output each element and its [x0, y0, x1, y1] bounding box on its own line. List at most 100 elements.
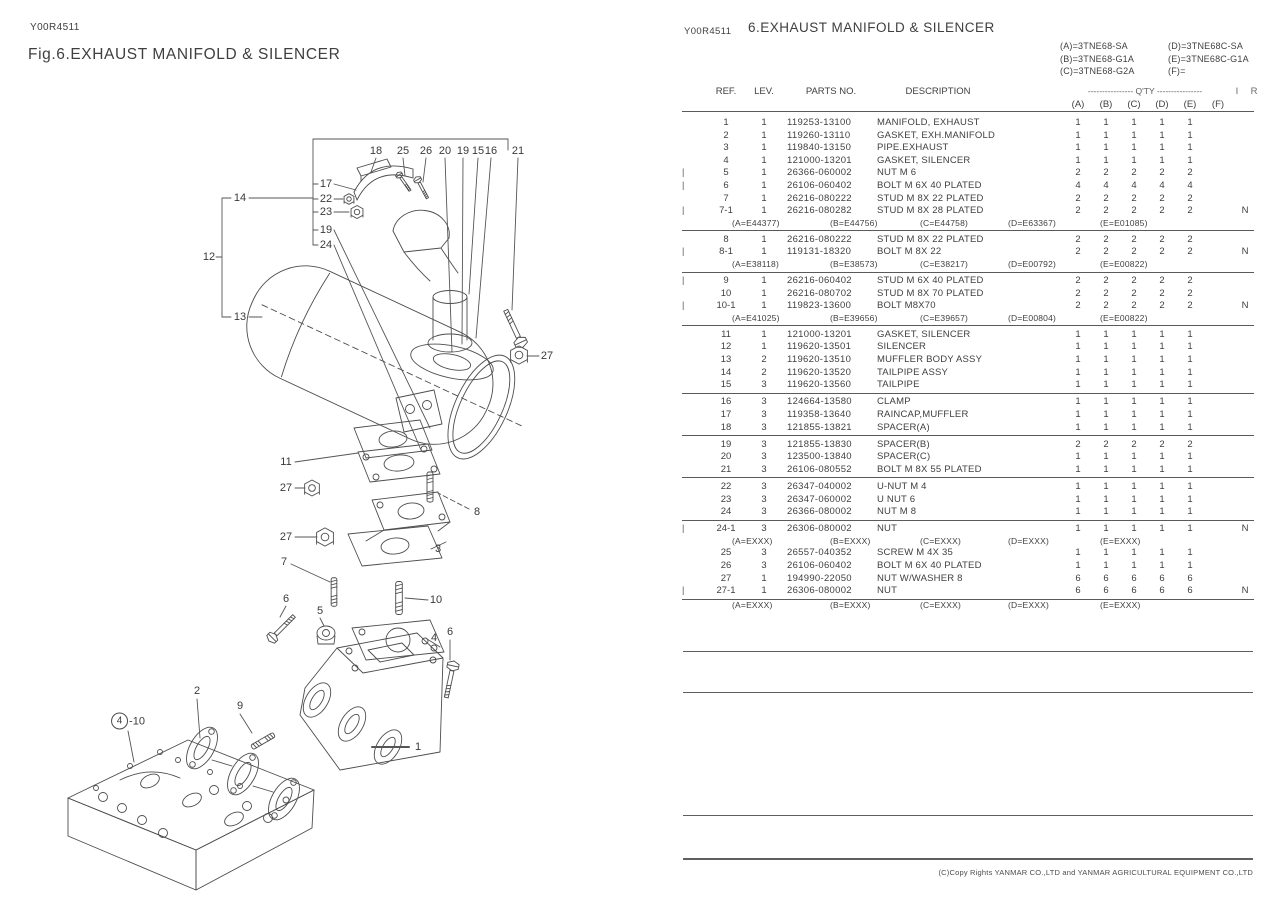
cell-lev: 1 — [761, 142, 767, 154]
callout-9: 9 — [237, 700, 243, 712]
cell-description: NUT W/WASHER 8 — [877, 572, 963, 584]
cell-qty: 1 — [1131, 408, 1137, 420]
cell-alt-code: (B=EXXX) — [830, 535, 871, 546]
cell-qty: 1 — [1159, 463, 1165, 475]
callout-label: 4 — [430, 632, 438, 644]
cell-description: GASKET, SILENCER — [877, 154, 971, 166]
cell-lev: 1 — [761, 180, 767, 191]
cell-qty: 6 — [1103, 585, 1109, 597]
cell-qty: 1 — [1159, 559, 1165, 571]
cell-parts-no: 26306-080002 — [787, 523, 852, 535]
cell-qty: 1 — [1075, 154, 1081, 166]
callout-22: 22 — [320, 193, 332, 205]
cell-lev: 1 — [761, 287, 767, 299]
callout-25: 25 — [397, 145, 409, 157]
cell-qty: 1 — [1075, 142, 1081, 154]
cell-qty: 1 — [1159, 493, 1165, 505]
cell-alt-code: (A=E44377) — [732, 217, 780, 228]
header-parts-no: PARTS NO. — [805, 86, 857, 97]
cell-description: BOLT M 8X 55 PLATED — [877, 463, 982, 475]
callout-26: 26 — [420, 145, 432, 157]
cell-alt-code: (E=EXXX) — [1100, 600, 1141, 611]
callout-24: 24 — [320, 239, 332, 251]
engine-head — [68, 740, 314, 890]
cell-description: TAILPIPE ASSY — [877, 366, 949, 378]
cell-description: STUD M 8X 22 PLATED — [877, 233, 984, 245]
cell-qty: 1 — [1131, 354, 1137, 365]
callout-16: 16 — [485, 145, 497, 157]
cell-description: BOLT M 6X 40 PLATED — [877, 180, 982, 191]
cell-description: RAINCAP,MUFFLER — [877, 408, 969, 420]
callout-label: 6 — [282, 593, 290, 605]
cell-qty: 1 — [1131, 547, 1137, 559]
cell-lev: 2 — [761, 354, 767, 365]
callout-label: 20 — [438, 145, 452, 157]
group-rule — [682, 519, 1254, 521]
callout-label: 17 — [319, 178, 333, 190]
cell-parts-no: 119253-13100 — [787, 117, 852, 128]
cell-qty: 1 — [1103, 463, 1109, 475]
cell-alt-code: (A=E41025) — [732, 312, 780, 323]
cell-alt-code: (A=EXXX) — [732, 600, 773, 611]
pipe-exhaust-3 — [348, 492, 450, 566]
cell-qty: 2 — [1131, 167, 1137, 179]
cell-qty: 1 — [1131, 463, 1137, 475]
cell-description: CLAMP — [877, 396, 911, 408]
cell-qty: 1 — [1159, 523, 1165, 535]
cell-ref: 13 — [720, 354, 732, 365]
cell-qty: 1 — [1131, 379, 1137, 391]
cell-qty: 1 — [1075, 408, 1081, 420]
callout-label: 27 — [279, 531, 293, 543]
callout-6: 6 — [283, 593, 289, 605]
mount-bracket — [396, 390, 442, 432]
cell-qty: 1 — [1103, 523, 1109, 535]
cell-lev: 3 — [761, 480, 767, 492]
cell-description: PIPE.EXHAUST — [877, 142, 949, 154]
cell-qty: 2 — [1131, 192, 1137, 204]
cell-lev: 3 — [761, 396, 767, 408]
cell-qty: 2 — [1131, 438, 1137, 450]
callout-label: 26 — [419, 145, 433, 157]
cell-description: MUFFLER BODY ASSY — [877, 354, 983, 365]
header-qty-col: (C) — [1127, 99, 1141, 110]
header-description: DESCRIPTION — [905, 86, 971, 97]
cell-qty: 2 — [1159, 205, 1165, 217]
group-rule — [682, 598, 1254, 600]
change-bar: | — [682, 180, 685, 190]
cell-remark: N — [1241, 205, 1249, 217]
cell-qty: 6 — [1159, 585, 1165, 597]
header-i: I — [1235, 86, 1239, 97]
cell-qty: 1 — [1187, 463, 1193, 475]
cell-qty: 1 — [1187, 451, 1193, 463]
cell-lev: 1 — [761, 341, 767, 353]
cell-qty: 1 — [1159, 129, 1165, 141]
cell-qty: 2 — [1075, 287, 1081, 299]
cell-description: TAILPIPE — [877, 379, 920, 391]
cell-parts-no: 26216-080222 — [787, 233, 852, 245]
callout-label: 24 — [319, 239, 333, 251]
header-qty-col: (F) — [1211, 99, 1225, 110]
cell-qty: 1 — [1103, 142, 1109, 154]
cell-qty: 1 — [1187, 366, 1193, 378]
callout-label: 8 — [473, 506, 481, 518]
callout-label: 12 — [202, 251, 216, 263]
cell-qty: 6 — [1187, 572, 1193, 584]
cell-parts-no: 119131-18320 — [787, 246, 852, 258]
callout-17: 17 — [320, 178, 332, 190]
cell-qty: 1 — [1131, 366, 1137, 378]
cell-lev: 3 — [761, 421, 767, 433]
cell-qty: 1 — [1103, 506, 1109, 518]
cell-qty: 1 — [1075, 506, 1081, 518]
cell-qty: 2 — [1075, 246, 1081, 258]
callout-27: 27 — [280, 482, 292, 494]
cell-qty: 1 — [1159, 366, 1165, 378]
cell-qty: 6 — [1131, 585, 1137, 597]
cell-qty: 2 — [1131, 275, 1137, 286]
table-subrow: (A=EXXX)(B=EXXX)(C=EXXX)(D=EXXX)(E=EXXX) — [682, 600, 1256, 612]
cell-parts-no: 26366-060002 — [787, 167, 852, 179]
callout-23: 23 — [320, 206, 332, 218]
